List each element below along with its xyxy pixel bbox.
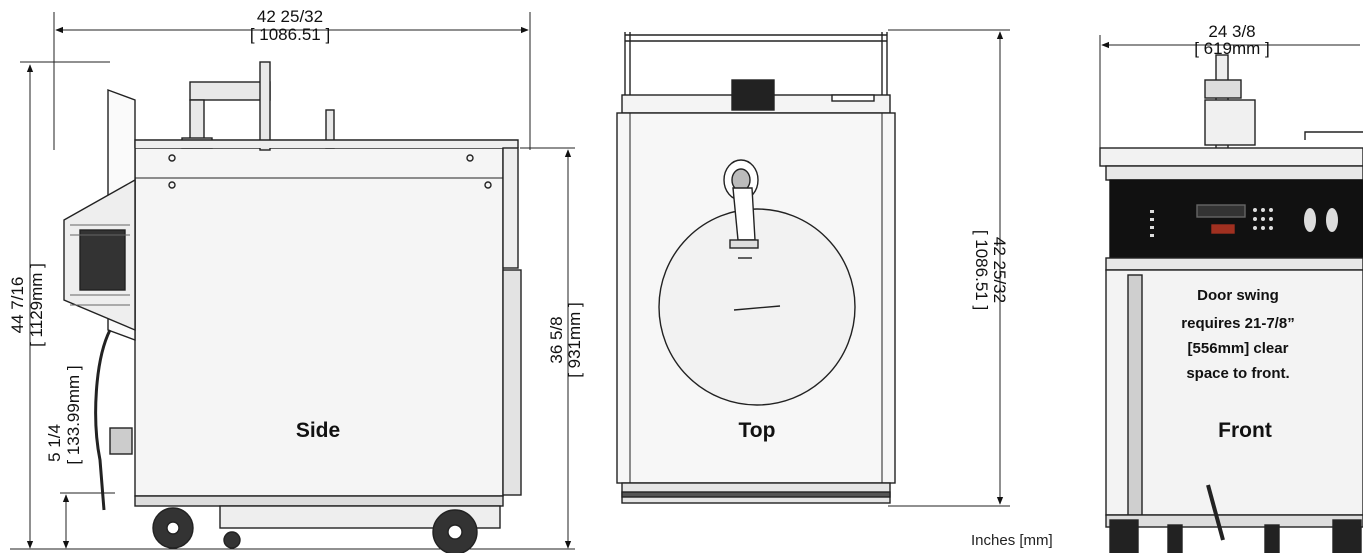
- door-note-line-3: [556mm] clear: [1188, 340, 1289, 357]
- front-view-label: Front: [1218, 419, 1272, 442]
- door-note-line-4: space to front.: [1186, 365, 1289, 382]
- top-view-label: Top: [739, 419, 776, 442]
- front-width-inches: 24 3/8: [1208, 22, 1255, 41]
- door-note-line-1: Door swing: [1197, 287, 1279, 304]
- side-width-inches: 42 25/32: [257, 7, 323, 26]
- side-width-mm: [ 1086.51 ]: [250, 25, 330, 44]
- door-note-line-2: requires 21-7/8”: [1181, 315, 1294, 332]
- top-depth-mm: [ 1086.51 ]: [972, 230, 991, 310]
- top-view: [616, 32, 896, 504]
- side-counter-mm: [ 931mm ]: [565, 302, 584, 378]
- front-view: [1099, 35, 1363, 553]
- side-height-inches: 44 7/16: [8, 277, 27, 334]
- side-drain-mm: [ 133.99mm ]: [64, 365, 83, 464]
- front-width-mm: [ 619mm ]: [1194, 39, 1270, 58]
- side-drain-inches: 5 1/4: [45, 424, 64, 462]
- side-view-label: Side: [296, 419, 340, 442]
- side-counter-inches: 36 5/8: [547, 316, 566, 363]
- units-note: Inches [mm]: [971, 532, 1053, 549]
- side-height-mm: [ 1129mm ]: [27, 263, 46, 347]
- side-view: [10, 12, 575, 553]
- top-depth-inches: 42 25/32: [990, 237, 1009, 303]
